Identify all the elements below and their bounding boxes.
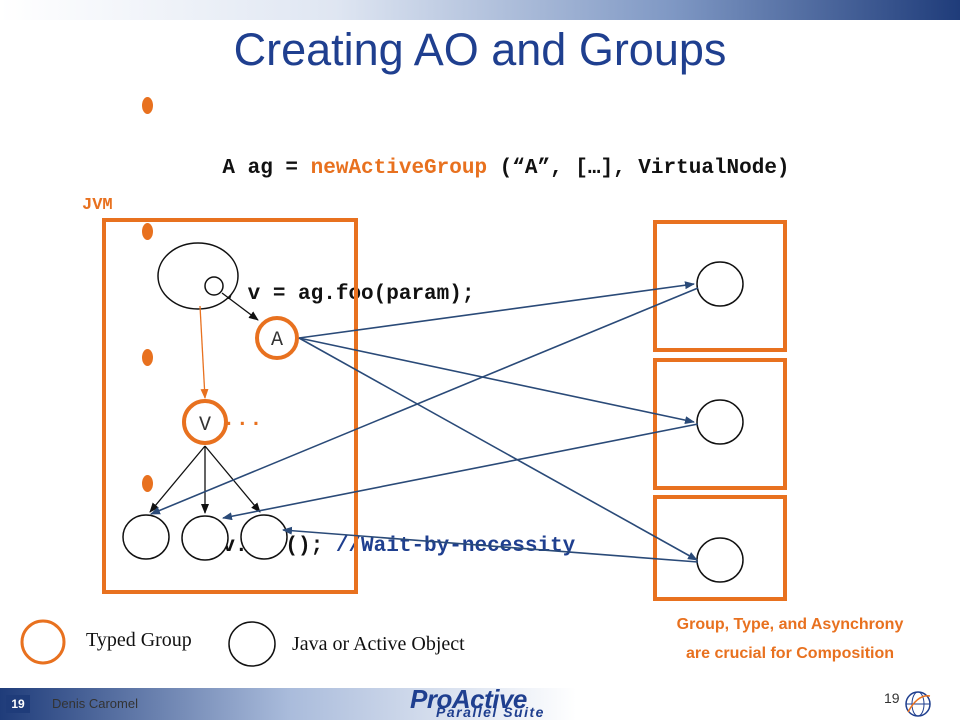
- group-v-node: [182, 399, 228, 445]
- code-block: A ag = newActiveGroup (“A”, […], Virtual…: [142, 90, 790, 594]
- code-line-3: ...: [142, 342, 790, 468]
- legend-typed-group-label: Typed Group: [86, 629, 192, 651]
- remote-active-object-node: [696, 261, 744, 307]
- future-object-node: [181, 515, 229, 561]
- group-v-label: V: [199, 414, 211, 437]
- proactive-logo: ProActive Parallel Suite: [410, 684, 570, 720]
- remote-active-object-node: [696, 537, 744, 583]
- author-name: Denis Caromel: [52, 696, 138, 711]
- group-a-node: [255, 316, 299, 360]
- code-line-1: A ag = newActiveGroup (“A”, […], Virtual…: [142, 90, 790, 216]
- globe-logo-icon: [905, 691, 931, 717]
- logo-subtext: Parallel Suite: [436, 704, 545, 720]
- edge-reply-to-future-2: [222, 423, 699, 521]
- bullet-icon: [142, 223, 153, 240]
- bullet-icon: [142, 97, 153, 114]
- edge-a-to-remote-2: [298, 337, 695, 425]
- future-object-node: [240, 514, 288, 560]
- group-a-label: A: [271, 329, 283, 352]
- edge-a-to-remote-1: [298, 281, 695, 339]
- legend-java-object-label: Java or Active Object: [292, 633, 465, 655]
- root-object-node: [157, 242, 239, 310]
- bullet-icon: [142, 349, 153, 366]
- logo-text: ProActive: [410, 684, 527, 714]
- slide-number-badge: 19: [6, 695, 30, 713]
- jvm-box-remote-1: [653, 220, 787, 352]
- jvm-box-remote-3: [653, 495, 787, 601]
- footer-bar: [0, 688, 960, 720]
- page-number: 19: [884, 690, 900, 706]
- jvm-box-remote-2: [653, 358, 787, 490]
- slide-title: Creating AO and Groups: [233, 24, 727, 75]
- edge-a-to-remote-3: [298, 337, 698, 561]
- caption-line-1: Group, Type, and Asynchrony: [676, 616, 904, 633]
- jvm-label: JVM: [82, 196, 113, 215]
- future-object-node: [122, 514, 170, 560]
- composition-caption: Group, Type, and Asynchrony are crucial …: [630, 610, 950, 668]
- caption-line-2: are crucial for Composition: [685, 645, 895, 662]
- edge-root-to-v: [199, 305, 209, 399]
- edge-v-to-future-3: [204, 445, 261, 513]
- remote-active-object-node: [696, 399, 744, 445]
- edge-reply-to-future-1: [150, 287, 699, 515]
- jvm-box-local: [102, 218, 358, 594]
- top-banner: [0, 0, 960, 20]
- legend-java-object-icon: [228, 621, 276, 667]
- legend-typed-group-icon: [20, 619, 66, 665]
- edge-reply-to-future-3: [282, 526, 699, 563]
- root-object-port: [204, 276, 224, 296]
- edge-root-to-a: [221, 292, 259, 321]
- edge-v-to-future-1: [149, 445, 206, 513]
- bullet-icon: [142, 475, 153, 492]
